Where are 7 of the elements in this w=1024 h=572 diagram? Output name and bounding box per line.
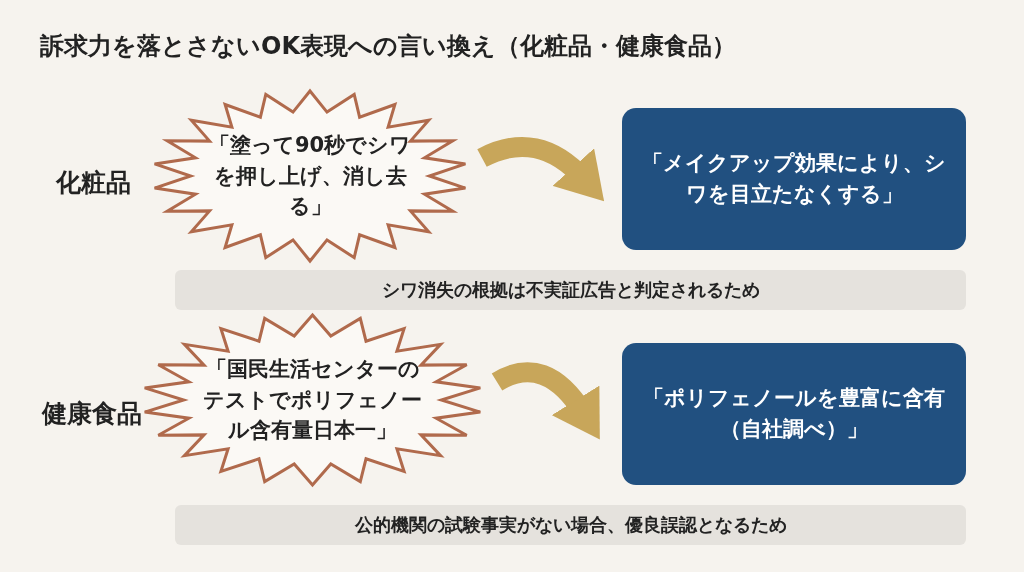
- note-band: 公的機関の試験事実がない場合、優良誤認となるため: [175, 505, 966, 545]
- text-box: 「ポリフェノールを豊富に含有（自社調べ）」: [622, 343, 966, 485]
- note-band: シワ消失の根拠は不実証広告と判定されるため: [175, 270, 966, 310]
- row-label: 健康食品: [42, 398, 142, 430]
- text-box: 「メイクアップ効果により、シワを目立たなくする」: [622, 108, 966, 250]
- title: 訴求力を落とさないOK表現への言い換え（化粧品・健康食品）: [40, 31, 736, 62]
- row-label: 化粧品: [56, 167, 131, 199]
